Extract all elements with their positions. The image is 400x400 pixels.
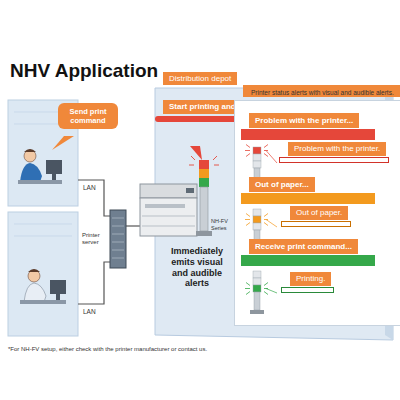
box-text: Problem with the printer.: [288, 142, 386, 156]
status-callout: Problem with the printer.: [279, 157, 389, 163]
box-text: Out of paper...: [249, 177, 315, 192]
network-label: LAN: [83, 308, 96, 316]
note-text: Immediately emits visual and audible ale…: [163, 246, 231, 289]
status-header: Receive print command...: [241, 255, 375, 266]
building-tab: Distribution depot: [163, 72, 237, 85]
depot-building-box: Start printing and the signal light is t…: [155, 88, 400, 335]
office-building: [8, 212, 78, 336]
box-text: Printing.: [290, 272, 331, 286]
speech-bubble: Send print command: [58, 103, 118, 129]
box-text: Problem with the printer...: [249, 113, 359, 128]
alert-panel: Problem with the printer...Problem with …: [234, 100, 400, 326]
building-windows: [14, 112, 72, 236]
office-worker: [20, 269, 66, 304]
printer-server: [110, 210, 126, 268]
device-label: Printer server: [82, 232, 106, 246]
footnote: *For NH-FV setup, either check with the …: [8, 346, 392, 353]
lan-cable: [78, 180, 142, 304]
office-worker: [18, 149, 62, 184]
box-text: Out of paper.: [290, 206, 348, 220]
status-header: Problem with the printer...: [241, 129, 375, 140]
box-text: Send print command: [62, 107, 114, 125]
status-callout: Printing.: [281, 287, 334, 293]
box-text: Printer status alerts with visual and au…: [243, 85, 400, 97]
bubble-tail: [52, 136, 74, 150]
box-text: Receive print command...: [249, 239, 358, 254]
status-header: Out of paper...: [241, 193, 375, 204]
signal-tower-small: [245, 271, 277, 314]
network-label: LAN: [83, 184, 96, 192]
status-callout: Out of paper.: [281, 221, 351, 227]
product-label: NH-FV Series: [211, 218, 233, 231]
page-title: NHV Application: [10, 60, 158, 82]
callout-tail: [190, 146, 202, 160]
printer: [140, 184, 197, 236]
